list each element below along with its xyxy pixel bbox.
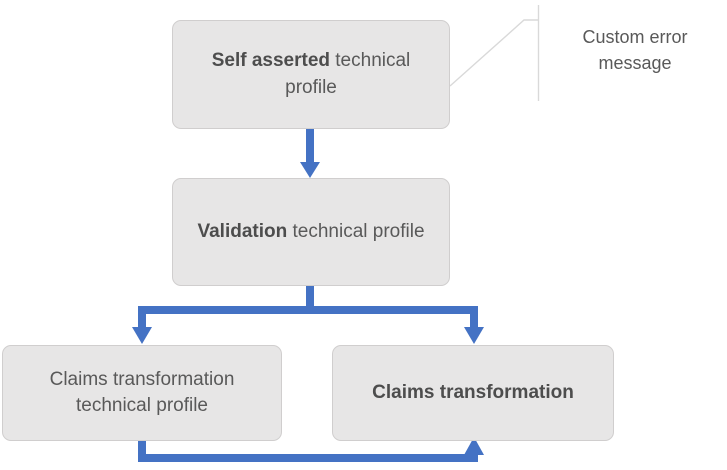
node-claims-transformation[interactable]: Claims transformation (332, 345, 614, 441)
annotation-leader-line (449, 19, 538, 87)
node-label: Claims transformation (372, 381, 574, 403)
node-label-rest: technical profile (287, 220, 425, 242)
node-label-bold: Validation (197, 220, 288, 242)
node-claims-transformation-technical-profile[interactable]: Claims transformation technical profile (2, 345, 282, 441)
node-label-bold: Self asserted (211, 50, 330, 72)
node-validation-technical-profile[interactable]: Validation technical profile (172, 178, 450, 286)
node-label-rest: technical profile (285, 50, 411, 98)
annotation-line-1: Custom error (582, 27, 688, 47)
node-label: Claims transformation technical profile (49, 368, 235, 416)
node-label: Validation technical profile (187, 219, 435, 245)
annotation-custom-error-message: Custom error message (552, 24, 718, 76)
node-label: Self asserted technical profile (187, 48, 435, 100)
node-self-asserted-technical-profile[interactable]: Self asserted technical profile (172, 20, 450, 129)
annotation-line-2: message (598, 53, 672, 74)
